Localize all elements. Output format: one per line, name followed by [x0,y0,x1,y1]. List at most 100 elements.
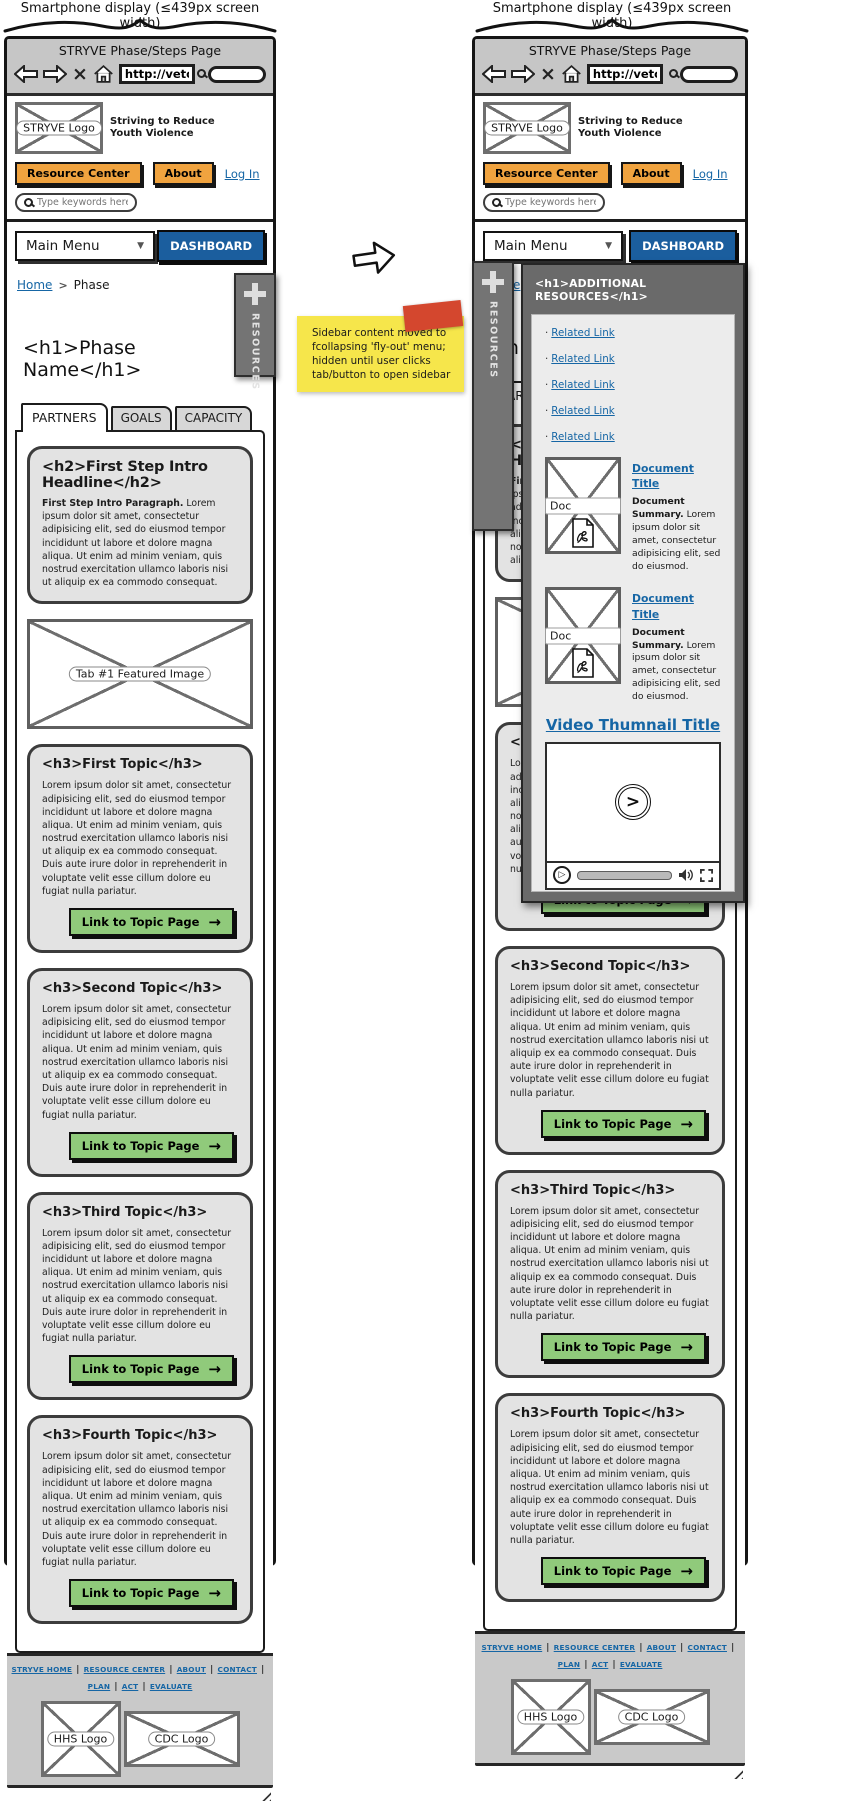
document-summary-lead: Document Summary. [632,626,685,651]
related-link[interactable]: Related Link [551,379,615,391]
speaker-icon[interactable] [678,868,694,882]
footer-link-evaluate[interactable]: EVALUATE [619,1660,663,1670]
resources-flyout-panel: <h1>ADDITIONAL RESOURCES</h1> ·Related L… [521,263,745,903]
related-link-item: ·Related Link [545,431,721,443]
topic-body: Lorem ipsum dolor sit amet, consectetur … [42,1004,232,1121]
video-controls: ▷ [547,860,719,888]
document-info: Document Title Document Summary. Lorem i… [632,587,721,703]
keyword-search-input[interactable] [37,197,128,208]
progress-bar[interactable] [577,870,672,880]
browser-search-field[interactable] [669,65,738,83]
footer: STRYVE HOME|RESOURCE CENTER|ABOUT|CONTAC… [475,1631,745,1764]
footer-link-stryve-home[interactable]: STRYVE HOME [11,1665,73,1675]
footer-link-about[interactable]: ABOUT [646,1643,677,1653]
document-thumb-label: Doc [545,497,621,514]
resource-center-button[interactable]: Resource Center [483,162,610,185]
video-title-link[interactable]: Video Thumnail Title [545,715,721,734]
document-title-link[interactable]: Document Title [632,462,694,491]
back-arrow-icon[interactable] [14,65,38,83]
related-link[interactable]: Related Link [551,353,615,365]
link-to-topic-page-button[interactable]: Link to Topic Page→ [68,1131,234,1160]
browser-search-field[interactable] [197,65,266,83]
footer-link-resource-center[interactable]: RESOURCE CENTER [83,1665,166,1675]
link-to-topic-page-button[interactable]: Link to Topic Page→ [68,1579,234,1608]
back-arrow-icon[interactable] [482,65,506,83]
link-to-topic-page-button[interactable]: Link to Topic Page→ [540,1109,706,1138]
topic-link-label: Link to Topic Page [553,1564,672,1579]
topic-body: Lorem ipsum dolor sit amet, consectetur … [510,1205,709,1323]
footer-link-stryve-home[interactable]: STRYVE HOME [481,1643,543,1653]
keyword-search[interactable] [483,193,605,212]
page-title: <h1>Phase Name</h1> [23,337,142,381]
footer-link-contact[interactable]: CONTACT [687,1643,727,1653]
about-button[interactable]: About [152,162,214,185]
home-icon[interactable] [561,64,582,84]
menu-row: Main Menu ▼ DASHBOARD [7,222,273,271]
dashboard-button[interactable]: DASHBOARD [157,230,265,262]
resources-flyout-tab[interactable]: RESOURCES [234,273,276,391]
link-to-topic-page-button[interactable]: Link to Topic Page→ [540,1557,706,1586]
forward-arrow-icon[interactable] [511,65,535,83]
link-to-topic-page-button[interactable]: Link to Topic Page→ [68,1355,234,1384]
login-link[interactable]: Log In [224,166,260,181]
footer-separator: | [142,1682,146,1693]
footer-link-plan[interactable]: PLAN [87,1682,111,1692]
close-icon[interactable]: × [72,62,88,85]
url-field[interactable] [118,64,195,84]
resize-grip-icon[interactable] [731,1768,743,1780]
footer-link-about[interactable]: ABOUT [176,1665,207,1675]
left-phone-frame: STRYVE Phase/Steps Page × STRYVE Logo St… [4,36,276,1802]
breadcrumb-home-link[interactable]: Home [17,278,53,292]
footer-link-plan[interactable]: PLAN [557,1660,581,1670]
related-link[interactable]: Related Link [551,405,615,417]
link-to-topic-page-button[interactable]: Link to Topic Page→ [68,908,234,936]
login-link[interactable]: Log In [692,166,728,181]
related-link[interactable]: Related Link [551,431,615,443]
keyword-search-input[interactable] [505,197,596,208]
topic-link-label: Link to Topic Page [81,1138,200,1153]
tab-goals[interactable]: GOALS [110,406,172,430]
footer-link-act[interactable]: ACT [591,1660,609,1670]
tab-capacity[interactable]: CAPACITY [174,406,253,430]
document-title-link[interactable]: Document Title [632,592,694,621]
footer-links-row1: STRYVE HOME|RESOURCE CENTER|ABOUT|CONTAC… [477,1643,743,1653]
stryve-logo-label: STRYVE Logo [16,120,102,136]
close-icon[interactable]: × [540,62,556,85]
resources-tab-label: RESOURCES [487,301,499,379]
footer-links-row1: STRYVE HOME|RESOURCE CENTER|ABOUT|CONTAC… [9,1665,271,1675]
forward-arrow-icon[interactable] [43,65,67,83]
play-icon[interactable]: > [615,784,651,821]
topic-card: <h3>Third Topic</h3> Lorem ipsum dolor s… [27,1191,253,1401]
about-button[interactable]: About [620,162,682,185]
dashboard-button[interactable]: DASHBOARD [629,230,737,262]
keyword-search[interactable] [15,193,137,212]
footer-separator: | [260,1665,265,1676]
flyout-heading: <h1>ADDITIONAL RESOURCES</h1> [535,277,648,303]
main-menu-dropdown[interactable]: Main Menu ▼ [15,231,155,261]
footer-link-resource-center[interactable]: RESOURCE CENTER [553,1643,636,1653]
fullscreen-icon[interactable] [700,868,713,882]
home-icon[interactable] [93,64,114,84]
cdc-logo: CDC Logo [123,1711,240,1768]
footer-link-act[interactable]: ACT [121,1682,139,1692]
footer-link-evaluate[interactable]: EVALUATE [149,1682,193,1692]
stryve-logo: STRYVE Logo [483,102,571,154]
resource-center-button[interactable]: Resource Center [15,162,142,185]
main-menu-dropdown[interactable]: Main Menu ▼ [483,231,623,261]
resize-grip-icon[interactable] [259,1790,271,1802]
hhs-logo-label: HHS Logo [516,1709,585,1725]
play-button-icon[interactable]: ▷ [553,866,571,885]
resources-flyout-tab[interactable]: RESOURCES [472,261,514,531]
brace [3,17,277,33]
document-summary-lead: Document Summary. [632,496,685,521]
related-link[interactable]: Related Link [551,327,615,339]
link-to-topic-page-button[interactable]: Link to Topic Page→ [540,1333,706,1362]
footer-separator: | [76,1665,80,1676]
footer-link-contact[interactable]: CONTACT [217,1665,257,1675]
url-field[interactable] [586,64,663,84]
pdf-icon [572,518,594,548]
tab-partners[interactable]: PARTNERS [21,403,108,432]
topic-heading: <h3>First Topic</h3> [42,757,203,773]
intro-card: <h2>First Step Intro Headline</h2> First… [27,446,253,605]
footer-separator: | [639,1643,643,1654]
